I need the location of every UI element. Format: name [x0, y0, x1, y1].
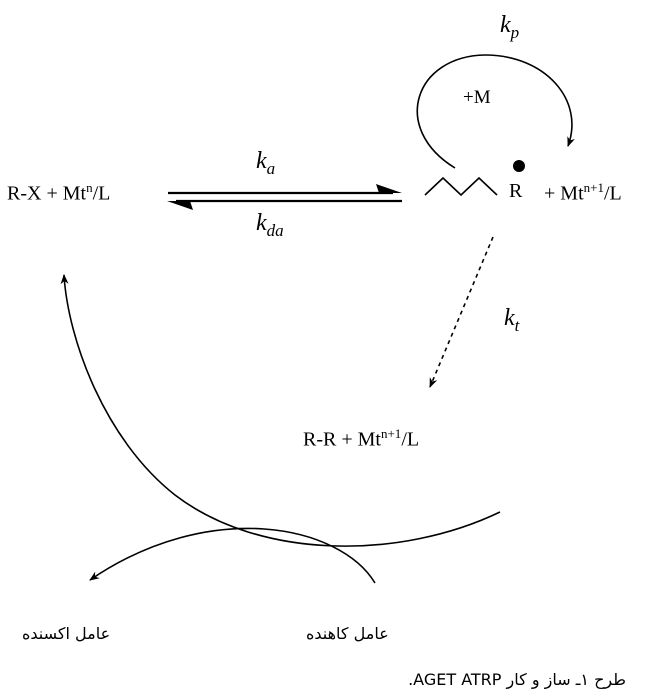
polymer-chain-zigzag — [424, 176, 498, 197]
kt-label: kt — [504, 305, 520, 335]
reducing-agent-label: عامل کاهنده — [306, 624, 389, 643]
reducer-to-oxidizer-arrow — [89, 527, 376, 584]
kda-label: kda — [256, 210, 284, 240]
propagation-loop-arrow — [416, 54, 575, 169]
deactivation-harpoon-head — [167, 201, 193, 210]
termination-products-label: R-R + Mtn+1/L — [303, 426, 420, 451]
activation-harpoon-head — [376, 184, 402, 193]
dormant-species-label: R-X + Mtn/L — [7, 180, 111, 205]
regeneration-arc-arrow — [60, 274, 501, 547]
kp-label: kp — [500, 12, 520, 42]
ka-label: ka — [256, 148, 276, 178]
scheme-caption: طرح ۱ـ ساز و کار AGET ATRP. — [408, 670, 626, 689]
monomer-label: +M — [463, 87, 491, 108]
termination-dashed-arrow — [429, 236, 494, 388]
radical-dot — [513, 160, 525, 172]
oxidized-catalyst-label: + Mtn+1/L — [544, 180, 622, 205]
oxidizing-agent-label: عامل اکسنده — [22, 624, 111, 643]
equilibrium-arrows — [167, 184, 402, 210]
radical-label: R — [509, 180, 523, 202]
